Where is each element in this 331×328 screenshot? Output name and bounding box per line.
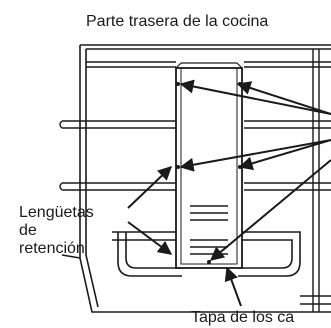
retention-tabs-label-line-2: de (19, 222, 37, 239)
retention-tabs-label-line-1: Lengüetas (19, 204, 94, 221)
cover-label: Tapa de los ca (191, 309, 295, 326)
retention-tabs-label-line-3: retención (19, 240, 85, 257)
vent-slots (190, 205, 228, 255)
screw-arrows (179, 79, 331, 261)
retention-tab-arrows (127, 166, 173, 255)
rear-of-range-label: Parte trasera de la cocina (86, 13, 269, 30)
cover-arrow (224, 266, 242, 307)
rear-rails (59, 49, 331, 312)
base-tube (112, 231, 331, 305)
cabinet-frame (61, 44, 331, 313)
retention-tabs-label: Lengüetas de retención (19, 204, 94, 258)
